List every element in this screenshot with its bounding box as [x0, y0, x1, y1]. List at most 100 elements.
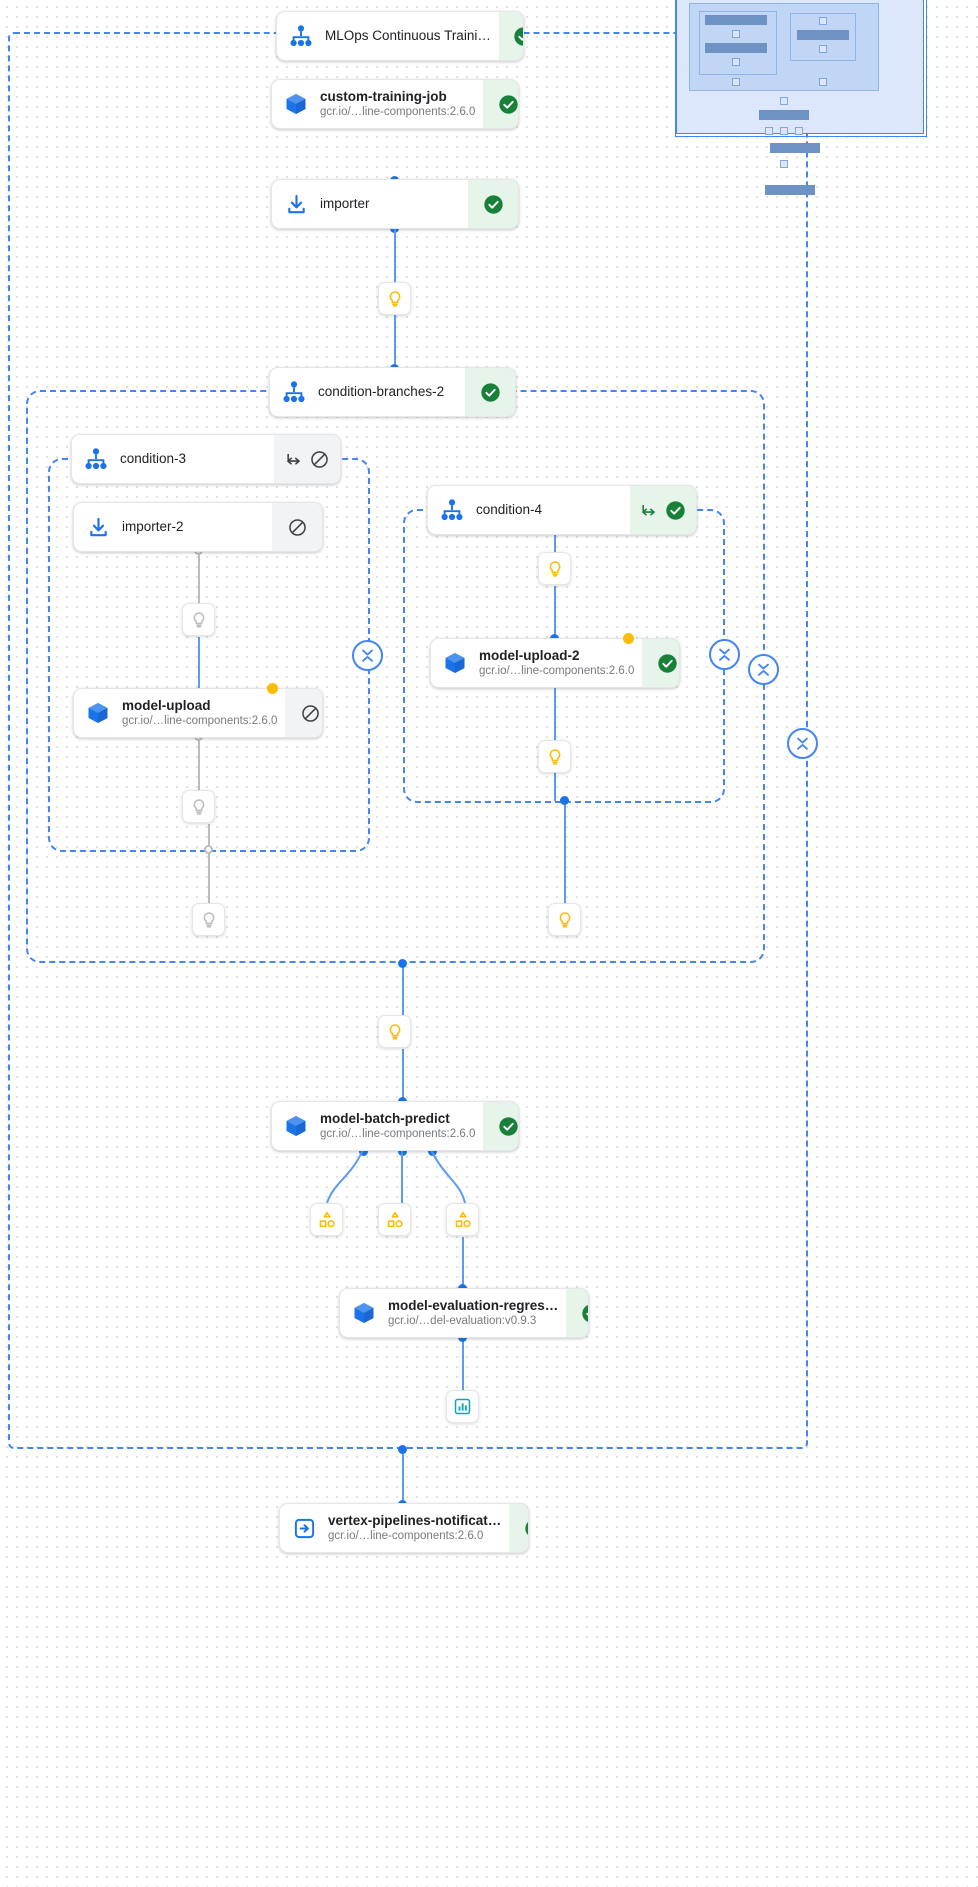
minimap-node	[759, 110, 809, 120]
node-model-upload[interactable]: model-upload gcr.io/…line-components:2.6…	[73, 688, 323, 738]
status-badge-succeeded[interactable]	[630, 486, 696, 534]
collapse-button-outer[interactable]	[787, 728, 818, 759]
bulb-icon	[389, 1023, 400, 1040]
param-node-1[interactable]	[378, 282, 411, 315]
exit-icon	[280, 1517, 328, 1540]
warning-dot	[623, 633, 634, 644]
node-title: vertex-pipelines-notificat…	[328, 1513, 502, 1528]
minimap-viewport[interactable]	[675, 0, 927, 137]
status-badge-succeeded[interactable]	[465, 368, 515, 416]
artifact-icon	[319, 1211, 335, 1227]
pipeline-icon	[72, 447, 120, 471]
branch-icon	[642, 504, 655, 516]
node-title: importer	[320, 196, 370, 211]
status-badge-succeeded[interactable]	[566, 1289, 588, 1337]
artifact-node-1[interactable]	[310, 1203, 343, 1236]
param-node-4[interactable]	[182, 790, 215, 823]
minimap-node	[732, 58, 740, 66]
node-title: importer-2	[122, 519, 184, 534]
edge-dot	[560, 796, 569, 805]
node-title: model-evaluation-regres…	[388, 1298, 559, 1313]
node-importer[interactable]: importer	[271, 179, 519, 229]
status-badge-skipped[interactable]	[274, 435, 340, 483]
status-badge-succeeded[interactable]	[483, 1102, 518, 1150]
node-importer-2[interactable]: importer-2	[73, 502, 323, 552]
node-model-upload-2[interactable]: model-upload-2 gcr.io/…line-components:2…	[430, 638, 680, 688]
param-node-3[interactable]	[182, 603, 215, 636]
bulb-icon	[193, 611, 204, 628]
edge-dot	[398, 1445, 407, 1454]
container-icon	[340, 1301, 388, 1325]
status-badge-succeeded[interactable]	[498, 12, 523, 60]
node-condition-branches-2[interactable]: condition-branches-2	[269, 367, 516, 417]
artifact-icon	[455, 1211, 471, 1227]
artifact-node-2[interactable]	[378, 1203, 411, 1236]
status-badge-succeeded[interactable]	[468, 180, 518, 228]
param-node-8[interactable]	[548, 903, 581, 936]
edge-modelupload2-to-param	[554, 688, 556, 743]
edge-eval-to-metrics	[462, 1337, 464, 1391]
node-title: model-batch-predict	[320, 1111, 450, 1126]
edge-param-to-bottom	[554, 773, 556, 801]
param-node-9[interactable]	[378, 1015, 411, 1048]
node-model-batch-predict[interactable]: model-batch-predict gcr.io/…line-compone…	[271, 1101, 519, 1151]
node-condition-4[interactable]: condition-4	[427, 485, 697, 535]
edge-dot	[359, 1147, 368, 1156]
node-vertex-pipelines-notification[interactable]: vertex-pipelines-notificat… gcr.io/…line…	[279, 1503, 529, 1553]
node-custom-training-job[interactable]: custom-training-job gcr.io/…line-compone…	[271, 79, 519, 129]
node-condition-3[interactable]: condition-3	[71, 434, 341, 484]
node-title: custom-training-job	[320, 89, 447, 104]
minimap-node	[732, 78, 740, 86]
node-subtitle: gcr.io/…line-components:2.6.0	[328, 1530, 484, 1542]
artifact-node-3[interactable]	[446, 1203, 479, 1236]
pipeline-icon	[428, 498, 476, 522]
import-icon	[272, 193, 320, 216]
edge-dot	[398, 959, 407, 968]
minimap-node	[780, 97, 788, 105]
node-subtitle: gcr.io/…line-components:2.6.0	[320, 106, 476, 118]
metrics-icon	[454, 1398, 471, 1415]
collapse-button-condition-4[interactable]	[709, 639, 740, 670]
collapse-chevrons-icon	[758, 663, 769, 676]
node-model-evaluation-regression[interactable]: model-evaluation-regres… gcr.io/…del-eva…	[339, 1288, 589, 1338]
minimap-node	[765, 127, 773, 135]
param-node-6[interactable]	[538, 552, 571, 585]
status-badge-succeeded[interactable]	[509, 1504, 528, 1552]
status-badge-succeeded[interactable]	[483, 80, 518, 128]
node-root[interactable]: MLOps Continuous Traini…	[276, 11, 524, 61]
skipped-icon	[288, 518, 306, 536]
node-subtitle: gcr.io/…line-components:2.6.0	[479, 665, 635, 677]
minimap-node	[819, 45, 827, 53]
skipped-icon	[302, 704, 319, 722]
status-badge-succeeded[interactable]	[642, 639, 679, 687]
branch-icon	[287, 453, 300, 465]
param-node-5[interactable]	[192, 903, 225, 936]
import-icon	[74, 516, 122, 539]
minimap-node	[819, 17, 827, 25]
edge-param-to-batchpredict	[402, 1049, 404, 1101]
status-badge-skipped[interactable]	[272, 503, 322, 551]
bulb-icon	[559, 911, 570, 928]
minimap-node	[819, 78, 827, 86]
skipped-icon	[311, 450, 328, 468]
minimap[interactable]	[675, 0, 927, 195]
node-title: model-upload-2	[479, 648, 580, 663]
edge-dot-hollow	[204, 845, 213, 854]
collapse-button-condition-3[interactable]	[352, 640, 383, 671]
edge-modelupload-to-param	[198, 736, 200, 798]
bulb-icon	[389, 290, 400, 307]
pipeline-icon	[277, 24, 325, 48]
status-badge-skipped[interactable]	[285, 689, 322, 737]
bulb-icon	[549, 560, 560, 577]
minimap-node	[780, 160, 788, 168]
collapse-chevrons-icon	[719, 648, 730, 661]
minimap-node	[765, 185, 815, 195]
collapse-button-branches[interactable]	[748, 654, 779, 685]
param-node-7[interactable]	[538, 740, 571, 773]
node-title: condition-branches-2	[318, 384, 445, 399]
minimap-node	[705, 15, 767, 25]
metrics-node[interactable]	[446, 1390, 479, 1423]
edge-fanout	[326, 1149, 466, 1204]
edge-importer2-to-param	[198, 550, 200, 612]
